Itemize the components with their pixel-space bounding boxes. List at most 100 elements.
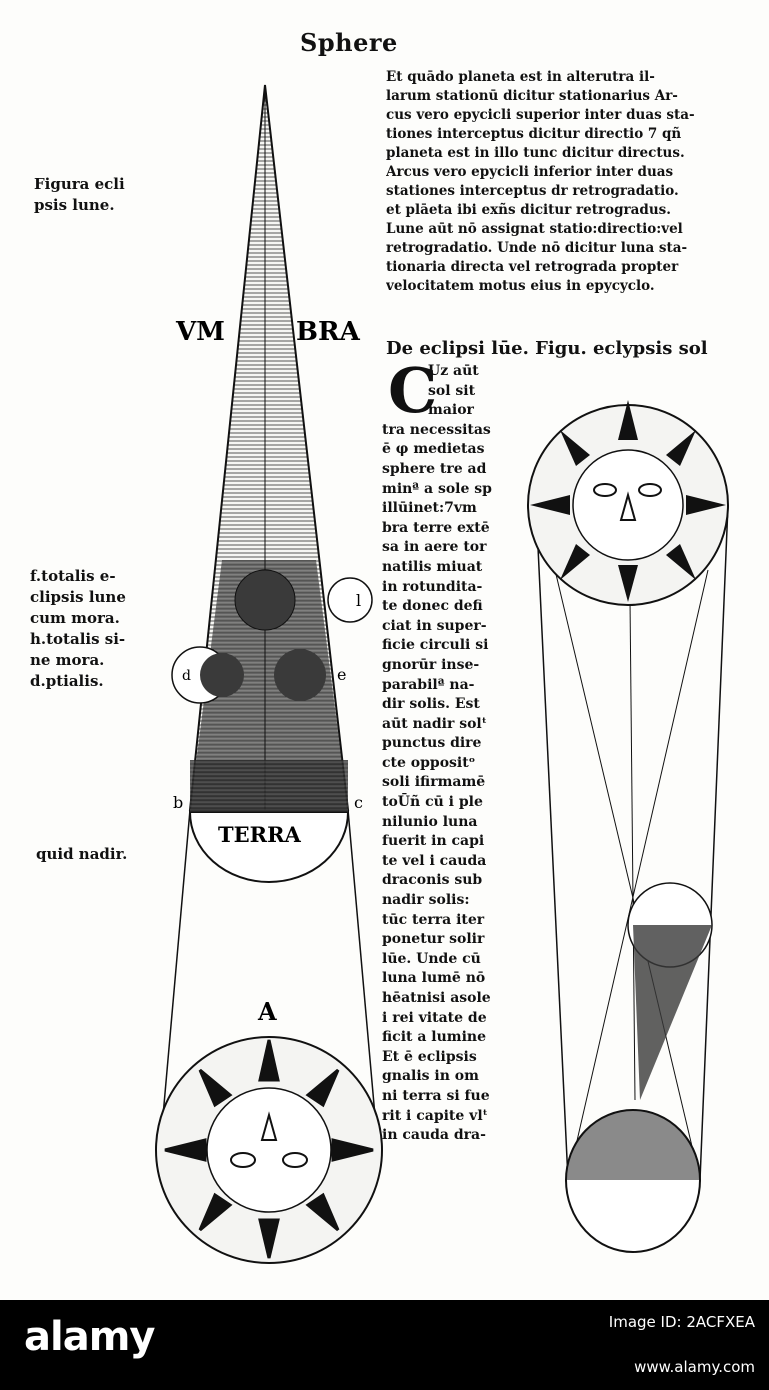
point-label-b: b: [173, 793, 183, 812]
column-line: punctus dire: [382, 735, 482, 752]
watermark-footer: alamy Image ID: 2ACFXEA www.alamy.com: [0, 1300, 769, 1390]
sun-label-a: A: [257, 997, 277, 1026]
point-label-d: d: [182, 668, 191, 684]
sun-rays-left: [164, 1039, 374, 1259]
sun-nose-right: [619, 491, 637, 521]
paragraph-line: Lune aūt nō assignat statio:directio:vel: [386, 221, 683, 237]
column-line: te vel i cauda: [382, 852, 487, 869]
column-line: i rei vitate de: [382, 1009, 487, 1026]
image-id-label: Image ID: 2ACFXEA: [608, 1313, 755, 1331]
paragraph-line: cus vero epycicli superior inter duas st…: [386, 107, 695, 123]
margin-note-eclipse-figure: Figura ecli psis lune.: [34, 175, 125, 214]
column-line: nilunio luna: [382, 813, 478, 830]
sun-inner-face-left: [206, 1087, 332, 1213]
paragraph-line: velocitatem motus eius in epycyclo.: [386, 278, 655, 294]
column-line: ponetur solir: [382, 931, 485, 948]
sun-rays-right: [530, 400, 726, 602]
earth-band: [190, 760, 348, 812]
tangent-line-left: [159, 809, 191, 1151]
solar-axis: [629, 599, 636, 1101]
column-line: tūc terra iter: [382, 911, 485, 928]
moon-shadow-cone: [633, 925, 712, 1100]
paragraph-line: Arcus vero epycicli inferior inter duas: [386, 164, 674, 180]
drop-cap: C: [388, 354, 438, 427]
column-line: Et ē eclipsis: [382, 1048, 477, 1065]
earth-lower-arc: [565, 1179, 701, 1253]
umbra-dark-base: [190, 560, 348, 810]
column-line: aūt nadir solᵗ: [382, 715, 487, 732]
book-page: Sphere Figura ecli psis lune. f.totalis …: [30, 28, 768, 1264]
point-label-c: c: [354, 793, 363, 812]
section-heading: De eclipsi lūe. Figu. eclypsis sol: [386, 338, 708, 359]
umbra-label-right: BRA: [296, 317, 361, 347]
column-line: natilis miuat: [382, 558, 483, 575]
column-line: ficit a lumine: [382, 1029, 487, 1046]
moon-dark-left: [200, 653, 244, 697]
column-line: luna lumē nō: [382, 970, 486, 987]
column-line: parabilª na-: [382, 676, 475, 693]
page-header-title: Sphere: [300, 28, 398, 57]
column-line: gnalis in om: [382, 1068, 479, 1085]
narrow-text-column: Uz aūt sol sit maior tra necessitas ē φ medi…: [382, 362, 522, 1146]
column-line: tra necessitas: [382, 421, 491, 438]
terra-label: TERRA: [218, 822, 302, 847]
sun-eye-right-a: [593, 483, 617, 497]
column-line: minª a sole sp: [382, 480, 492, 497]
column-line: toŪñ cū i ple: [382, 794, 483, 811]
column-line: in cauda dra-: [382, 1127, 486, 1144]
umbra-label-left: VM: [175, 317, 225, 347]
column-line: Uz aūt: [428, 363, 479, 379]
tangent-line-right: [347, 809, 379, 1151]
sun-eye-right-b: [638, 483, 662, 497]
margin-note-nadir: quid nadir.: [36, 845, 128, 863]
paragraph-line: tionaria directa vel retrograda propter: [386, 259, 679, 275]
column-line: hēatnisi asole: [382, 990, 491, 1006]
earth-semicircle: [188, 811, 350, 883]
column-line: soli ifirmamē: [382, 774, 486, 791]
paragraph-line: stationes interceptus dr retrogradatio.: [386, 183, 679, 199]
sun-inner-face-right: [572, 449, 684, 561]
sun-nose-left: [260, 1111, 278, 1141]
column-line: lūe. Unde cū: [382, 950, 481, 967]
solar-line-outer-right: [699, 504, 729, 1181]
column-line: draconis sub: [382, 872, 483, 889]
column-line: rit i capite vlᵗ: [382, 1107, 488, 1124]
solar-line-outer-left: [535, 504, 569, 1181]
column-line: te donec defi: [382, 598, 483, 615]
column-line: ciat in super-: [382, 617, 487, 634]
site-url: www.alamy.com: [634, 1358, 755, 1376]
column-line: sa in aere tor: [382, 539, 487, 556]
column-line: gnorūr inse-: [382, 656, 480, 673]
column-line: in rotundita-: [382, 578, 483, 595]
column-line: fuerit in capi: [382, 833, 485, 850]
body-paragraph: Et quādo planeta est in alterutra il-lar…: [386, 68, 768, 296]
alamy-logo: alamy: [24, 1314, 155, 1360]
moon-total-eclipse: [234, 569, 296, 631]
solar-line-cross-a: [554, 569, 701, 1181]
sun-eye-left-a: [230, 1152, 256, 1168]
column-line: maior: [428, 402, 474, 419]
column-line: ē φ medietas: [382, 441, 485, 458]
point-label-e: e: [337, 665, 346, 684]
margin-note-total-partial: f.totalis e- clipsis lune cum mora. h.to…: [30, 567, 126, 690]
column-line: illūinet:7vm: [382, 500, 477, 517]
lunar-eclipse-diagram: VM BRA TERRA A l e d b c: [155, 84, 383, 1264]
solar-eclipse-diagram: [527, 400, 729, 1253]
point-label-l: l: [356, 591, 361, 610]
column-line: sphere tre ad: [382, 460, 487, 477]
column-line: bra terre extē: [382, 519, 490, 536]
paragraph-line: retrogradatio. Unde nō dicitur luna sta-: [386, 240, 688, 256]
column-line: sol sit: [428, 382, 476, 399]
paragraph-line: larum stationū dicitur stationarius Ar-: [386, 88, 678, 104]
column-line: nadir solis:: [382, 892, 470, 909]
column-line: ficie circuli si: [382, 637, 489, 654]
paragraph-line: Et quādo planeta est in alterutra il-: [386, 69, 655, 85]
column-line: ni terra si fue: [382, 1087, 490, 1104]
moon-dark-center: [274, 649, 326, 701]
solar-line-cross-b: [567, 569, 709, 1181]
column-line: dir solis. Est: [382, 696, 480, 713]
moon-position-l: [327, 577, 373, 623]
column-line: cte oppositᵒ: [382, 754, 476, 771]
paragraph-line: et plāeta ibi exñs dicitur retrogradus.: [386, 202, 671, 218]
paragraph-line: planeta est in illo tunc dicitur directu…: [386, 145, 685, 161]
